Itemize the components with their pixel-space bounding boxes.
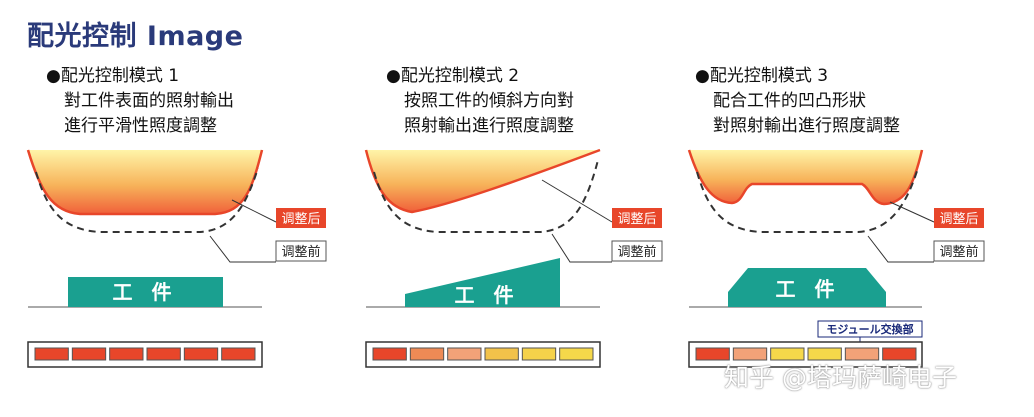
- mode1-led-cells: [34, 347, 256, 361]
- mode1-after-leader: [231, 199, 277, 223]
- mode3-line-2: 對照射輸出進行照度調整: [713, 116, 900, 136]
- mode1-after-curve: [26, 149, 264, 216]
- mode1-description: ●配光控制模式 1 對工件表面的照射輸出 進行平滑性照度調整: [46, 64, 234, 139]
- mode2-before-label: 调整前: [617, 244, 656, 260]
- led-module-cell: [521, 347, 557, 361]
- mode3-description: ●配光控制模式 3 配合工件的凹凸形狀 對照射輸出進行照度調整: [695, 64, 900, 139]
- mode2-workpiece: [405, 258, 560, 307]
- mode3-led-cells: [695, 347, 917, 361]
- mode3-before-label: 调整前: [939, 244, 978, 260]
- led-module-cell: [844, 347, 880, 361]
- led-module-cell: [34, 347, 69, 361]
- mode2-after-leader: [541, 179, 613, 223]
- mode1-line-1: 對工件表面的照射輸出: [64, 91, 234, 111]
- mode3-after-curve: [687, 149, 924, 206]
- led-module-cell: [183, 347, 219, 361]
- mode3-workpiece: [728, 268, 886, 307]
- mode3-after-leader: [889, 201, 935, 223]
- watermark-text: 知乎 @塔玛萨崎电子: [724, 363, 957, 392]
- mode2-before-label-box: [611, 240, 663, 262]
- led-module-cell: [447, 347, 482, 361]
- mode2-diagram: 调整后 调整前 工 件: [364, 148, 663, 368]
- mode2-light-area: [366, 150, 600, 212]
- mode2-work-label: 工 件: [455, 283, 520, 307]
- mode1-light-area: [28, 150, 262, 214]
- mode1-workpiece: [68, 277, 223, 307]
- mode3-light-area: [689, 150, 922, 204]
- mode3-line-1: 配合工件的凹凸形狀: [713, 91, 866, 111]
- mode3-after-label-box: [934, 208, 984, 228]
- led-module-cell: [695, 347, 730, 361]
- mode2-led-cells: [372, 347, 594, 361]
- mode3-after-label: 调整后: [939, 212, 978, 227]
- mode2-before-curve: [373, 159, 599, 233]
- mode1-work-label: 工 件: [113, 280, 178, 304]
- page-title: 配光控制 Image: [27, 21, 244, 52]
- mode3-module-label-box: [817, 320, 923, 338]
- mode2-before-leader: [551, 233, 612, 263]
- mode1-after-label-box: [276, 208, 326, 228]
- led-module-cell: [882, 347, 917, 361]
- led-module-cell: [732, 347, 768, 361]
- mode3-before-label-box: [933, 240, 985, 262]
- mode3-module-label: モジュール交換部: [826, 322, 913, 336]
- mode1-before-curve: [35, 167, 259, 233]
- led-module-cell: [221, 347, 256, 361]
- mode1-before-label-box: [275, 240, 327, 262]
- led-module-cell: [372, 347, 407, 361]
- mode3-work-label: 工 件: [776, 277, 841, 301]
- mode2-after-label-box: [612, 208, 662, 228]
- mode2-after-label: 调整后: [617, 212, 656, 227]
- mode1-before-label: 调整前: [281, 244, 320, 260]
- mode3-diagram: 调整后 调整前 工 件 モジュール交換部: [687, 149, 985, 368]
- led-module-cell: [146, 347, 181, 361]
- led-module-cell: [559, 347, 594, 361]
- led-module-cell: [71, 347, 107, 361]
- led-module-cell: [770, 347, 805, 361]
- mode1-heading: ●配光控制模式 1: [46, 66, 180, 86]
- mode2-line-1: 按照工件的傾斜方向對: [404, 91, 574, 111]
- led-module-cell: [807, 347, 842, 361]
- mode1-diagram: 调整后 调整前 工 件: [26, 149, 327, 368]
- mode1-before-leader: [209, 235, 276, 263]
- led-module-cell: [409, 347, 445, 361]
- mode3-before-curve: [696, 167, 919, 233]
- mode1-after-label: 调整后: [281, 212, 320, 227]
- led-module-cell: [484, 347, 519, 361]
- mode2-line-2: 照射輸出進行照度調整: [404, 116, 574, 136]
- mode1-line-2: 進行平滑性照度調整: [64, 116, 217, 136]
- mode3-before-leader: [867, 235, 934, 263]
- led-module-cell: [109, 347, 144, 361]
- mode3-heading: ●配光控制模式 3: [695, 66, 829, 86]
- mode2-heading: ●配光控制模式 2: [386, 66, 520, 86]
- mode2-description: ●配光控制模式 2 按照工件的傾斜方向對 照射輸出進行照度調整: [386, 64, 574, 139]
